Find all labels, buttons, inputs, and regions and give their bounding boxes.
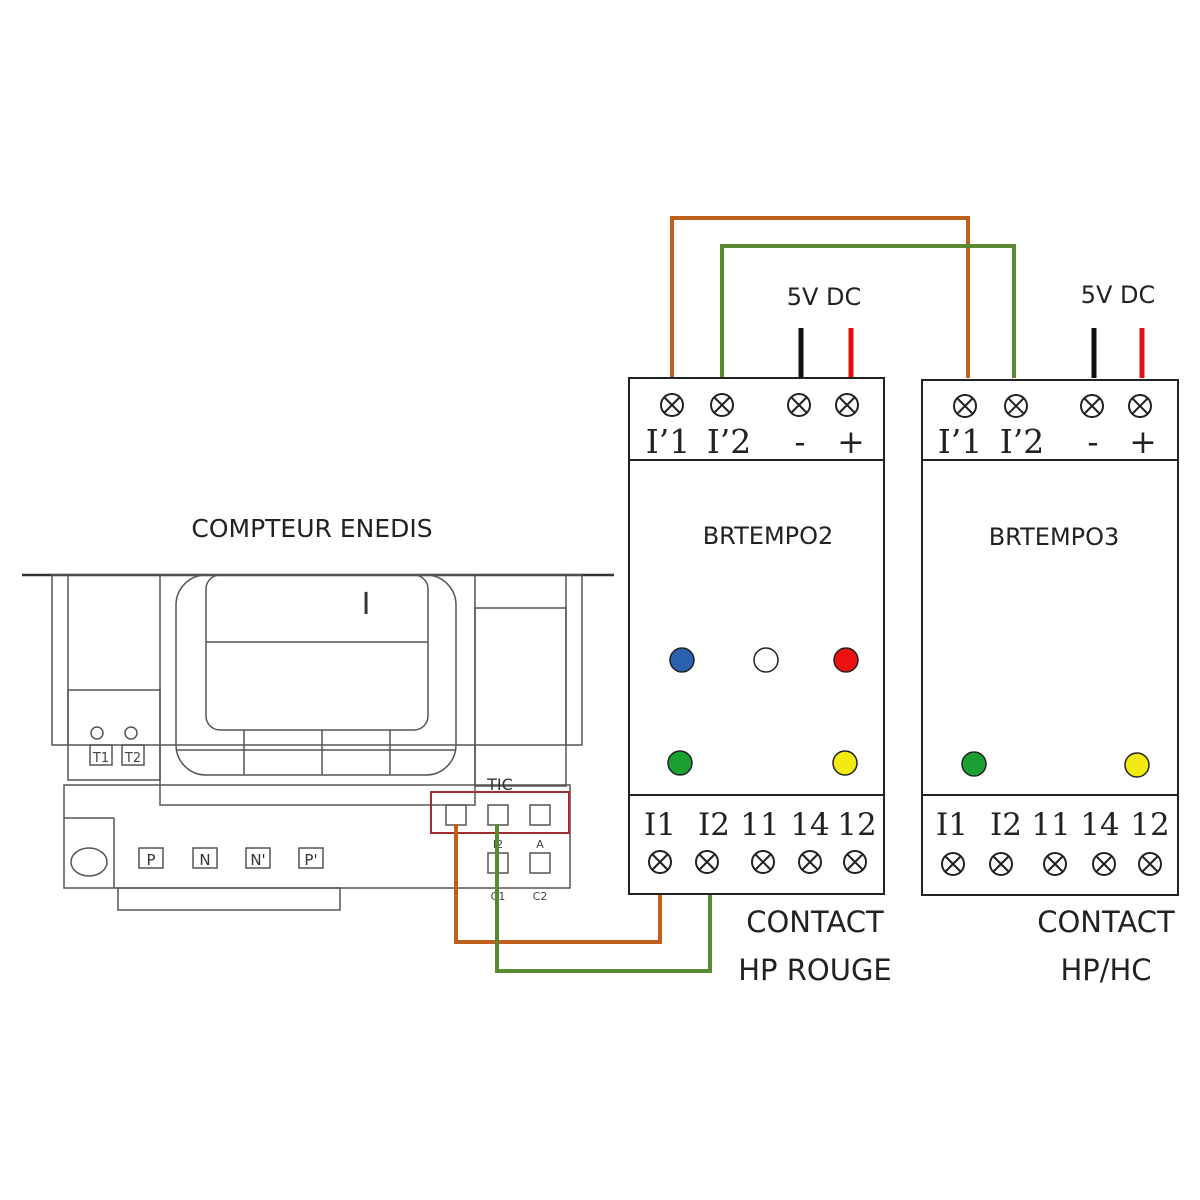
- tic-label: TIC: [486, 775, 513, 794]
- terminal-p2-label: P': [304, 851, 317, 869]
- module-b-top-label-1: I’1: [938, 422, 983, 461]
- module-a-top-label-1: I’1: [646, 422, 691, 461]
- module-b-top-label-3: -: [1087, 422, 1098, 461]
- terminal-t2-label: T2: [124, 751, 141, 766]
- terminal-p-label: P: [146, 851, 155, 869]
- supply-wires: [798, 328, 1145, 378]
- tic-box: [430, 791, 570, 834]
- module-a-bottom-screw-5: [843, 850, 867, 874]
- module-a-top-screw-3: [787, 393, 811, 417]
- wire-orange-top: [670, 216, 970, 378]
- terminal-p2-box: [298, 847, 324, 869]
- module-a-led-white: [753, 647, 779, 673]
- module-b-led-yellow: [1124, 752, 1150, 778]
- meter-display-window: [205, 574, 429, 731]
- module-a-led-yellow: [832, 750, 858, 776]
- module-a-body: [628, 377, 885, 895]
- module-b-led-green: [961, 751, 987, 777]
- module-a-led-blue: [669, 647, 695, 673]
- module-b-bottom-label-3: 11: [1031, 807, 1070, 843]
- module-b-bottom-screw-3: [1043, 852, 1067, 876]
- terminal-p-box: [138, 847, 164, 869]
- meter-display-mark: I: [362, 587, 371, 622]
- module-b-supply-label: 5V DC: [1081, 281, 1156, 309]
- meter-base: [117, 887, 341, 911]
- meter-led-t2: [124, 726, 138, 740]
- module-a: [628, 377, 885, 895]
- meter: [22, 573, 614, 911]
- module-b-top-label-2: I’2: [1000, 422, 1045, 461]
- meter-upper-body: [51, 574, 583, 746]
- terminal-n2-box: [245, 847, 271, 869]
- meter-title: COMPTEUR ENEDIS: [191, 514, 432, 543]
- module-a-top-label-2: I’2: [707, 422, 752, 461]
- module-a-bottom-label-3: 11: [740, 807, 779, 843]
- contact-c2-box: [529, 852, 551, 874]
- module-a-top-screw-1: [660, 393, 684, 417]
- module-a-name: BRTEMPO2: [703, 522, 834, 550]
- terminal-t1-label: T1: [92, 751, 109, 766]
- terminal-n-box: [192, 847, 218, 869]
- module-a-top-label-4: +: [837, 422, 865, 461]
- module-b-top-screw-1: [953, 394, 977, 418]
- module-b: [921, 379, 1179, 896]
- module-a-bottom-label-5: 12: [837, 807, 876, 843]
- module-b-bottom-screw-2: [989, 852, 1013, 876]
- module-a-supply-label: 5V DC: [787, 283, 862, 311]
- module-b-bottom-label-1: I1: [936, 807, 968, 843]
- tic-pin-i1: [445, 804, 467, 826]
- module-b-top-screw-3: [1080, 394, 1104, 418]
- meter-knob: [70, 847, 108, 877]
- module-a-top-label-3: -: [794, 422, 805, 461]
- module-a-contact-line1: CONTACT: [746, 905, 884, 939]
- module-b-body: [921, 379, 1179, 896]
- module-a-led-green: [667, 750, 693, 776]
- module-b-top-screw-4: [1128, 394, 1152, 418]
- module-a-bottom-screw-4: [798, 850, 822, 874]
- contact-c2-label: C2: [533, 890, 548, 903]
- module-b-bottom-label-4: 14: [1080, 807, 1119, 843]
- tic-pin-a: [529, 804, 551, 826]
- meter-right-block: [474, 607, 567, 787]
- meter-led-t1: [90, 726, 104, 740]
- module-b-top-screw-2: [1004, 394, 1028, 418]
- module-b-contact-line2: HP/HC: [1060, 953, 1151, 987]
- module-a-bottom-screw-3: [751, 850, 775, 874]
- module-b-bottom-screw-4: [1092, 852, 1116, 876]
- wire-green-top: [720, 244, 1016, 378]
- module-b-bottom-label-5: 12: [1130, 807, 1169, 843]
- module-a-led-red: [833, 647, 859, 673]
- module-b-contact-line1: CONTACT: [1037, 905, 1175, 939]
- module-b-bottom-screw-1: [941, 852, 965, 876]
- module-a-top-screw-4: [835, 393, 859, 417]
- wire-orange-tic: [454, 824, 662, 944]
- module-a-top-screw-2: [710, 393, 734, 417]
- module-b-name: BRTEMPO3: [989, 523, 1120, 551]
- wire-green-tic: [495, 824, 712, 973]
- module-a-bottom-screw-1: [648, 850, 672, 874]
- tic-pin-i2: [487, 804, 509, 826]
- module-b-top-label-4: +: [1129, 422, 1157, 461]
- tic-connector: [430, 791, 570, 834]
- meter-left-block: [67, 689, 161, 781]
- module-b-bottom-label-2: I2: [990, 807, 1022, 843]
- module-a-bottom-label-4: 14: [790, 807, 829, 843]
- terminal-n-label: N: [199, 851, 210, 869]
- terminal-n2-label: N': [250, 851, 265, 869]
- module-a-bottom-label-1: I1: [644, 807, 676, 843]
- terminal-t1-box: [89, 744, 113, 766]
- wires: [454, 216, 1016, 973]
- terminal-t2-box: [121, 744, 145, 766]
- tic-a-label: A: [536, 838, 544, 851]
- module-b-bottom-screw-5: [1138, 852, 1162, 876]
- module-a-contact-line2: HP ROUGE: [738, 953, 892, 987]
- module-a-bottom-screw-2: [695, 850, 719, 874]
- module-a-bottom-label-2: I2: [698, 807, 730, 843]
